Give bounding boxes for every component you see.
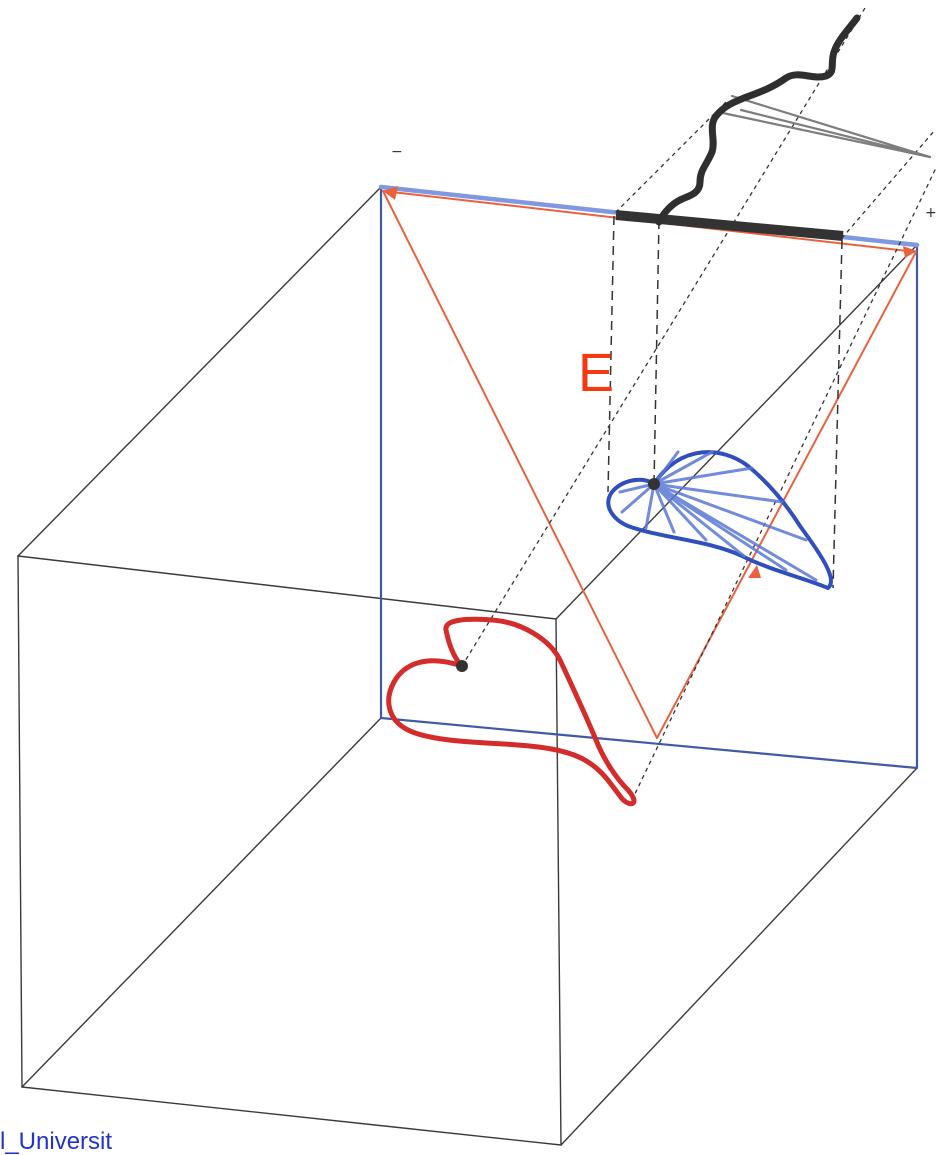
box-bottom-left-edge: [21, 717, 382, 1088]
projection-line-3: [615, 99, 729, 213]
hatch-5: [652, 482, 708, 542]
arrowhead-right-diagonal: [748, 565, 761, 578]
zigzag-signal-icon: [655, 14, 861, 226]
drop-lines: [607, 215, 843, 589]
blue-heart-hatching: [618, 450, 818, 582]
hatch-8: [652, 482, 818, 582]
field-line-left-diagonal: [382, 190, 658, 739]
arrowhead-top-right: [903, 246, 917, 258]
projection-line-4: [841, 129, 936, 239]
arrowhead-top-left: [383, 186, 398, 200]
hatch-11: [652, 466, 754, 486]
hatch-9: [652, 482, 808, 542]
field-lines: [382, 190, 917, 739]
grey-sketch: [716, 94, 932, 159]
negative-sign-label: −: [391, 144, 403, 160]
capacitor-plate: [378, 184, 920, 770]
hatch-6: [652, 482, 746, 558]
box-right-top-edge: [555, 244, 918, 620]
positive-sign-label: +: [925, 205, 937, 221]
footer-caption: l_Universit: [0, 1128, 113, 1155]
plate-bottom-side: [379, 716, 919, 770]
hatch-13: [652, 450, 680, 486]
blue-heart-origin-dot: [648, 478, 660, 490]
blue-heart-shape-icon: [606, 450, 834, 590]
grey-triangle-outer: [730, 94, 932, 159]
field-line-right-diagonal: [656, 251, 917, 739]
projection-lines: [461, 7, 936, 801]
field-label: E: [578, 343, 615, 403]
drop-line-right: [832, 239, 843, 589]
drop-line-left: [607, 215, 615, 493]
red-heart-shape-icon: [386, 616, 637, 807]
plate-segment-marker: [615, 210, 844, 241]
hatch-4: [652, 482, 676, 534]
blue-heart-outline: [606, 450, 834, 590]
box-outline: [17, 186, 918, 1146]
box-bottom-right-edge: [560, 767, 918, 1146]
field-arrowheads: [383, 186, 917, 578]
hatch-3: [644, 482, 656, 530]
box-top-left-edge: [17, 186, 382, 557]
box-bottom-front-edge: [21, 1086, 562, 1146]
hatch-12: [652, 450, 714, 486]
box-front-right-edge: [555, 618, 562, 1146]
box-front-left-edge: [17, 555, 23, 1088]
hatch-2: [620, 482, 656, 514]
grey-triangle-inner: [716, 110, 932, 159]
hatch-10: [652, 482, 784, 504]
projection-line-1: [461, 7, 866, 667]
projection-line-2: [631, 169, 936, 801]
box-top-front-edge: [17, 555, 557, 620]
red-heart-outline: [386, 616, 637, 807]
red-heart-origin-dot: [456, 660, 468, 672]
